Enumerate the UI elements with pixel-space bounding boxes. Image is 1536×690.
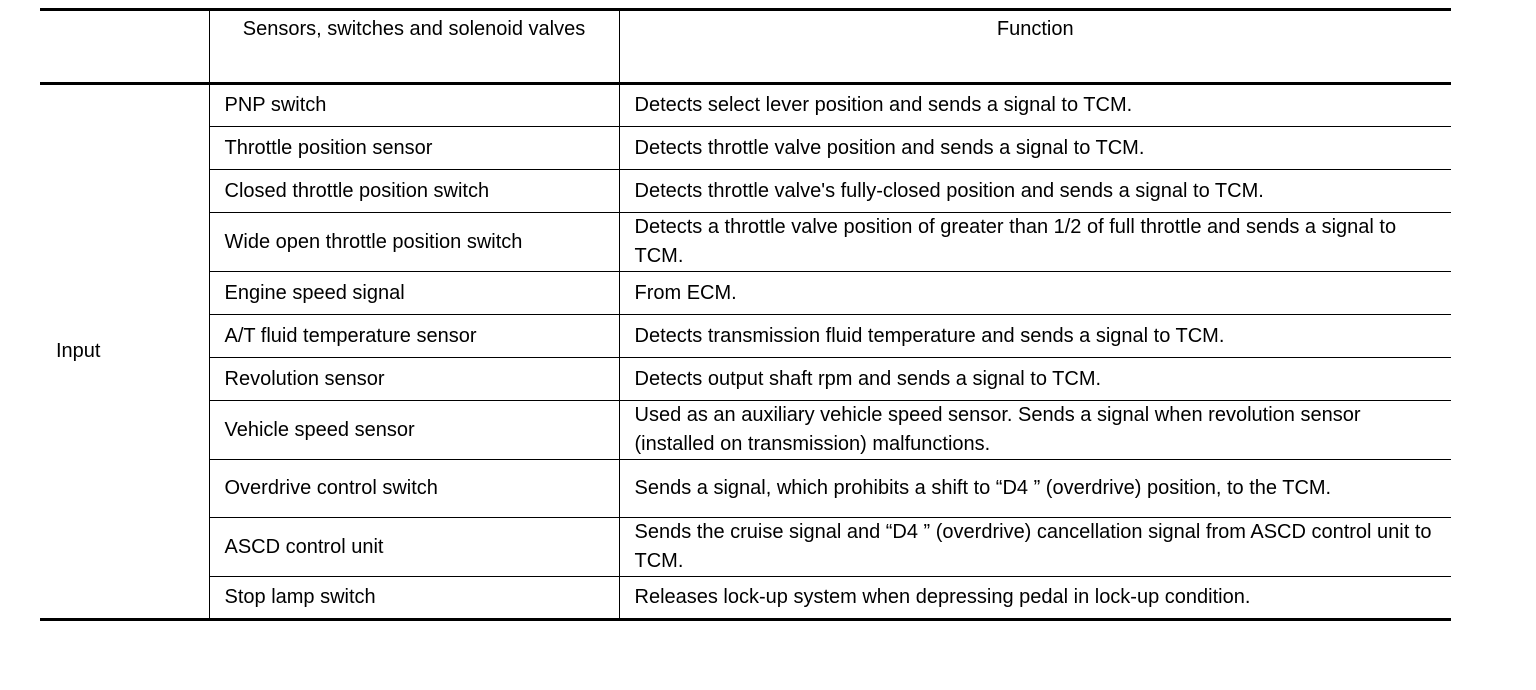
header-category — [40, 8, 209, 85]
function-description: Sends the cruise signal and “D4 ” (overd… — [618, 517, 1451, 577]
sensor-name: Vehicle speed sensor — [208, 400, 619, 460]
function-description: Detects throttle valve position and send… — [618, 126, 1451, 170]
table-row: Engine speed signal From ECM. — [40, 271, 1451, 315]
sensor-name: Revolution sensor — [208, 357, 619, 401]
sensor-name: ASCD control unit — [208, 517, 619, 577]
function-description: From ECM. — [618, 271, 1451, 315]
table-row: Stop lamp switch Releases lock-up system… — [40, 576, 1451, 621]
function-description: Releases lock-up system when depressing … — [618, 576, 1451, 621]
header-function: Function — [618, 8, 1451, 85]
group-label-input: Input — [40, 83, 209, 621]
table-row: Overdrive control switch Sends a signal,… — [40, 459, 1451, 518]
table-header: Sensors, switches and solenoid valves Fu… — [40, 8, 1451, 85]
sensor-name: Engine speed signal — [208, 271, 619, 315]
function-description: Detects throttle valve's fully-closed po… — [618, 169, 1451, 213]
sensor-name: A/T fluid temperature sensor — [208, 314, 619, 358]
table-row: A/T fluid temperature sensor Detects tra… — [40, 314, 1451, 358]
function-description: Detects a throttle valve position of gre… — [618, 212, 1451, 272]
table-row: Wide open throttle position switch Detec… — [40, 212, 1451, 272]
components-table: Sensors, switches and solenoid valves Fu… — [40, 8, 1451, 621]
function-description: Sends a signal, which prohibits a shift … — [618, 459, 1451, 518]
table-row: Revolution sensor Detects output shaft r… — [40, 357, 1451, 401]
function-description: Detects transmission fluid temperature a… — [618, 314, 1451, 358]
header-sensors: Sensors, switches and solenoid valves — [208, 8, 619, 85]
function-description: Detects select lever position and sends … — [618, 83, 1451, 127]
table-body: Input PNP switch Detects select lever po… — [40, 83, 1451, 621]
sensor-name: Stop lamp switch — [208, 576, 619, 621]
table-row: ASCD control unit Sends the cruise signa… — [40, 517, 1451, 577]
sensor-name: Overdrive control switch — [208, 459, 619, 518]
table-row: Throttle position sensor Detects throttl… — [40, 126, 1451, 170]
function-description: Detects output shaft rpm and sends a sig… — [618, 357, 1451, 401]
header-row: Sensors, switches and solenoid valves Fu… — [40, 8, 1451, 85]
table-row: Closed throttle position switch Detects … — [40, 169, 1451, 213]
function-description: Used as an auxiliary vehicle speed senso… — [618, 400, 1451, 460]
sensor-name: Closed throttle position switch — [208, 169, 619, 213]
sensor-name: PNP switch — [208, 83, 619, 127]
table-row: Input PNP switch Detects select lever po… — [40, 83, 1451, 621]
sensor-name: Throttle position sensor — [208, 126, 619, 170]
sensor-name: Wide open throttle position switch — [208, 212, 619, 272]
table-row: Vehicle speed sensor Used as an auxiliar… — [40, 400, 1451, 460]
